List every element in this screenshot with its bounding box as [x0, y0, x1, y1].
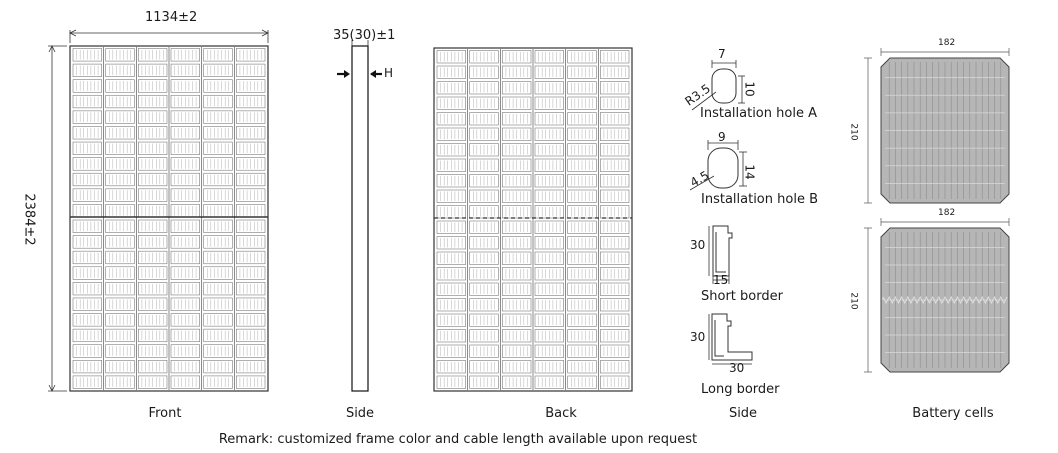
short-border-width: 15 [713, 273, 729, 287]
long-border-title: Long border [701, 382, 780, 397]
hole-a-drawing [691, 60, 745, 111]
hole-a-height: 10 [742, 81, 757, 97]
cell-bottom-drawing [864, 218, 1010, 373]
hole-b-width: 9 [718, 130, 726, 144]
short-border-title: Short border [701, 289, 783, 304]
hole-b-height: 14 [742, 164, 757, 180]
hole-a-width: 7 [718, 47, 726, 61]
caption-side: Side [345, 406, 375, 421]
hole-b-drawing [689, 140, 747, 191]
cell-bottom-height: 210 [848, 292, 859, 310]
short-border-drawing [708, 225, 733, 284]
side-profile [337, 40, 382, 392]
cell-top-drawing [864, 48, 1010, 204]
caption-front: Front [148, 406, 182, 421]
caption-battery-cells: Battery cells [912, 406, 994, 421]
thickness-marker: H [384, 66, 394, 80]
height-dimension [48, 45, 67, 392]
long-border-drawing [708, 313, 753, 365]
height-label: 2384±2 [21, 193, 37, 246]
remark-text: Remark: customized frame color and cable… [218, 432, 698, 447]
back-panel [433, 47, 633, 392]
cell-bottom-width: 182 [938, 208, 956, 218]
width-label: 1134±2 [145, 10, 198, 25]
caption-side-detail: Side [728, 406, 758, 421]
caption-back: Back [545, 406, 577, 421]
hole-b-title: Installation hole B [701, 192, 818, 207]
long-border-height: 30 [690, 330, 706, 344]
cell-top-width: 182 [938, 38, 956, 48]
front-panel [69, 45, 269, 392]
width-dimension [69, 29, 269, 43]
short-border-height: 30 [690, 238, 706, 252]
thickness-label: 35(30)±1 [333, 28, 396, 43]
hole-a-title: Installation hole A [700, 106, 817, 121]
long-border-width: 30 [729, 361, 745, 375]
cell-top-height: 210 [848, 123, 859, 141]
